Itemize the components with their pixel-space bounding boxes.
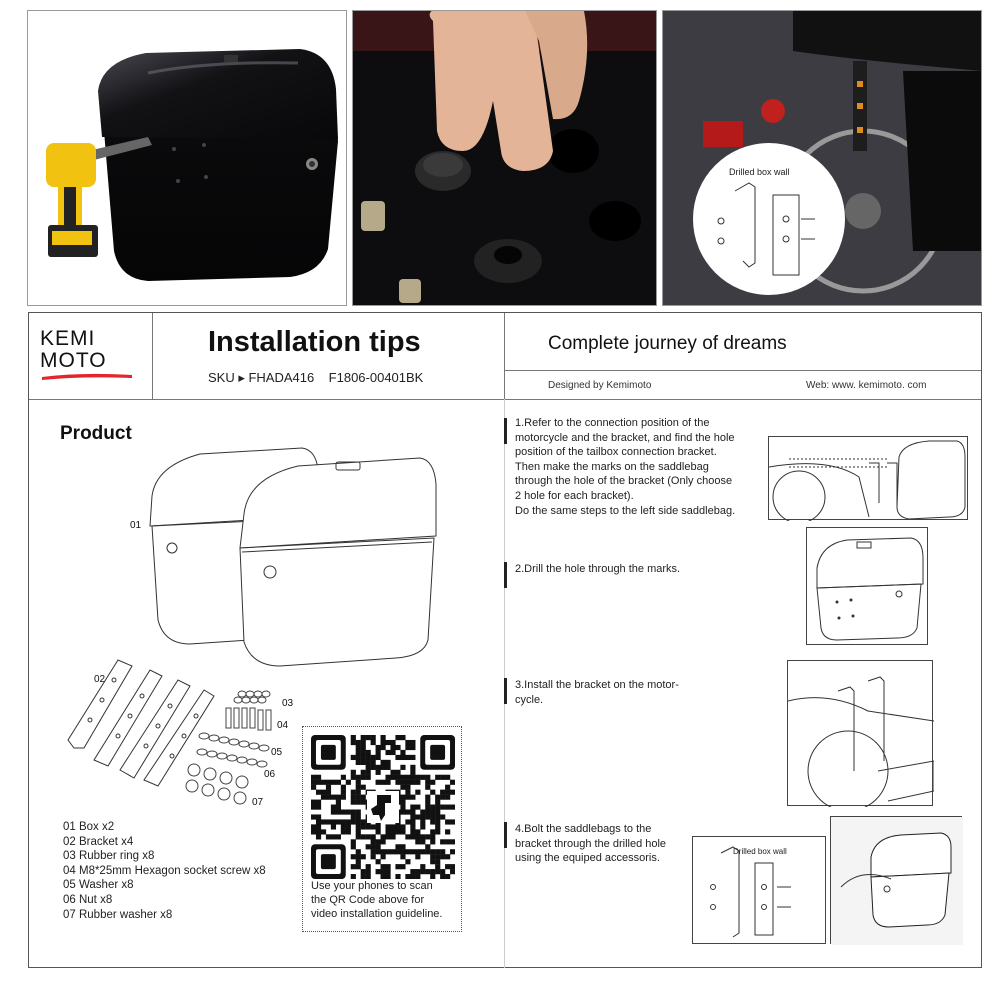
saddlebag-line-drawing (149, 447, 437, 667)
list-item: 02 Bracket x4 (63, 835, 134, 848)
list-item: 06 Nut x8 (63, 893, 113, 906)
kemimoto-logo: KEMI MOTO (40, 328, 140, 382)
step4-inset: Drilled box wall (692, 836, 826, 944)
step4-text: 4.Bolt the saddlebags to the bracket thr… (515, 823, 667, 865)
qr-code-box: Use your phones to scan the QR Code abov… (302, 726, 462, 932)
label-02: 02 (94, 674, 106, 685)
header-slogan-line (504, 370, 981, 371)
step1-text: 1.Refer to the connection position of th… (515, 417, 736, 517)
qr-caption: Use your phones to scan the QR Code abov… (311, 880, 443, 920)
hardware-drawing (185, 690, 272, 805)
label-03: 03 (282, 698, 294, 709)
label-01: 01 (130, 520, 142, 531)
page-title: Installation tips (208, 326, 421, 358)
list-item: 03 Rubber ring x8 (63, 850, 155, 863)
grommet-illustration (353, 11, 656, 303)
label-06: 06 (264, 769, 276, 780)
photo-rubber-grommets (352, 10, 657, 306)
header-divider-2 (504, 313, 505, 399)
step2-text: 2.Drill the hole through the marks. (515, 563, 681, 575)
list-item: 05 Washer x8 (63, 879, 134, 892)
list-item: 07 Rubber washer x8 (63, 908, 173, 921)
photo-bracket-motorcycle: Drilled box wall (662, 10, 982, 306)
sku-line: SKU ▸ FHADA416 F1806-00401BK (208, 370, 424, 385)
step2-drawing (816, 537, 924, 641)
label-07: 07 (252, 797, 264, 808)
step4-image (830, 816, 963, 945)
bracket-diagram (717, 182, 815, 276)
label-04: 04 (277, 720, 289, 731)
logo-red-swoosh (42, 373, 132, 380)
step1-marker (504, 418, 507, 444)
instruction-sheet (28, 312, 982, 968)
step4-marker (504, 822, 507, 848)
label-05: 05 (271, 747, 283, 758)
step3-image (787, 660, 935, 812)
product-heading: Product (60, 423, 132, 444)
photo-saddlebag-drill (27, 10, 347, 306)
dino-icon (371, 795, 391, 821)
step4-inset-label: Drilled box wall (733, 847, 787, 856)
header-bottom-line (29, 399, 981, 400)
step4-bracket-diagram (710, 846, 791, 938)
step3-marker (504, 678, 507, 704)
step4-drawing (831, 817, 963, 945)
step3-text: 3.Install the bracket on the motor- cycl… (515, 679, 679, 706)
list-item: 01 Box x2 (63, 821, 115, 833)
logo-line-1: KEMI (40, 327, 96, 350)
list-item: 04 M8*25mm Hexagon socket screw x8 (63, 864, 266, 877)
qr-code[interactable] (311, 735, 455, 879)
step2-marker (504, 562, 507, 588)
step1-image (768, 436, 968, 524)
web-address: Web: www. kemimoto. com (806, 380, 927, 391)
header-divider-1 (152, 313, 153, 399)
slogan: Complete journey of dreams (548, 333, 787, 354)
brackets-drawing (67, 659, 215, 787)
drilled-box-wall-label: Drilled box wall (729, 167, 790, 177)
step2-image (806, 527, 928, 645)
bracket-holes (87, 677, 199, 759)
saddlebag-drill-illustration (46, 49, 338, 281)
logo-line-2: MOTO (40, 349, 107, 372)
step3-drawing (787, 676, 935, 812)
step1-drawing (768, 440, 966, 524)
designed-by: Designed by Kemimoto (548, 380, 652, 391)
parts-list: 01 Box x2 02 Bracket x4 03 Rubber ring x… (63, 820, 303, 922)
drilled-box-wall-inset: Drilled box wall (693, 143, 845, 295)
